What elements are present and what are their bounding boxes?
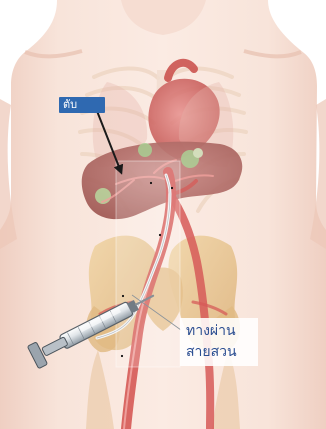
liver-label: ตับ <box>59 97 105 113</box>
route-highlight-panel <box>116 161 180 367</box>
route-label-line1: ทางผ่าน <box>186 321 254 342</box>
catheter-route-label: ทางผ่าน สายสวน <box>180 318 258 366</box>
liver-label-text: ตับ <box>63 98 77 111</box>
route-label-line2: สายสวน <box>186 342 254 363</box>
